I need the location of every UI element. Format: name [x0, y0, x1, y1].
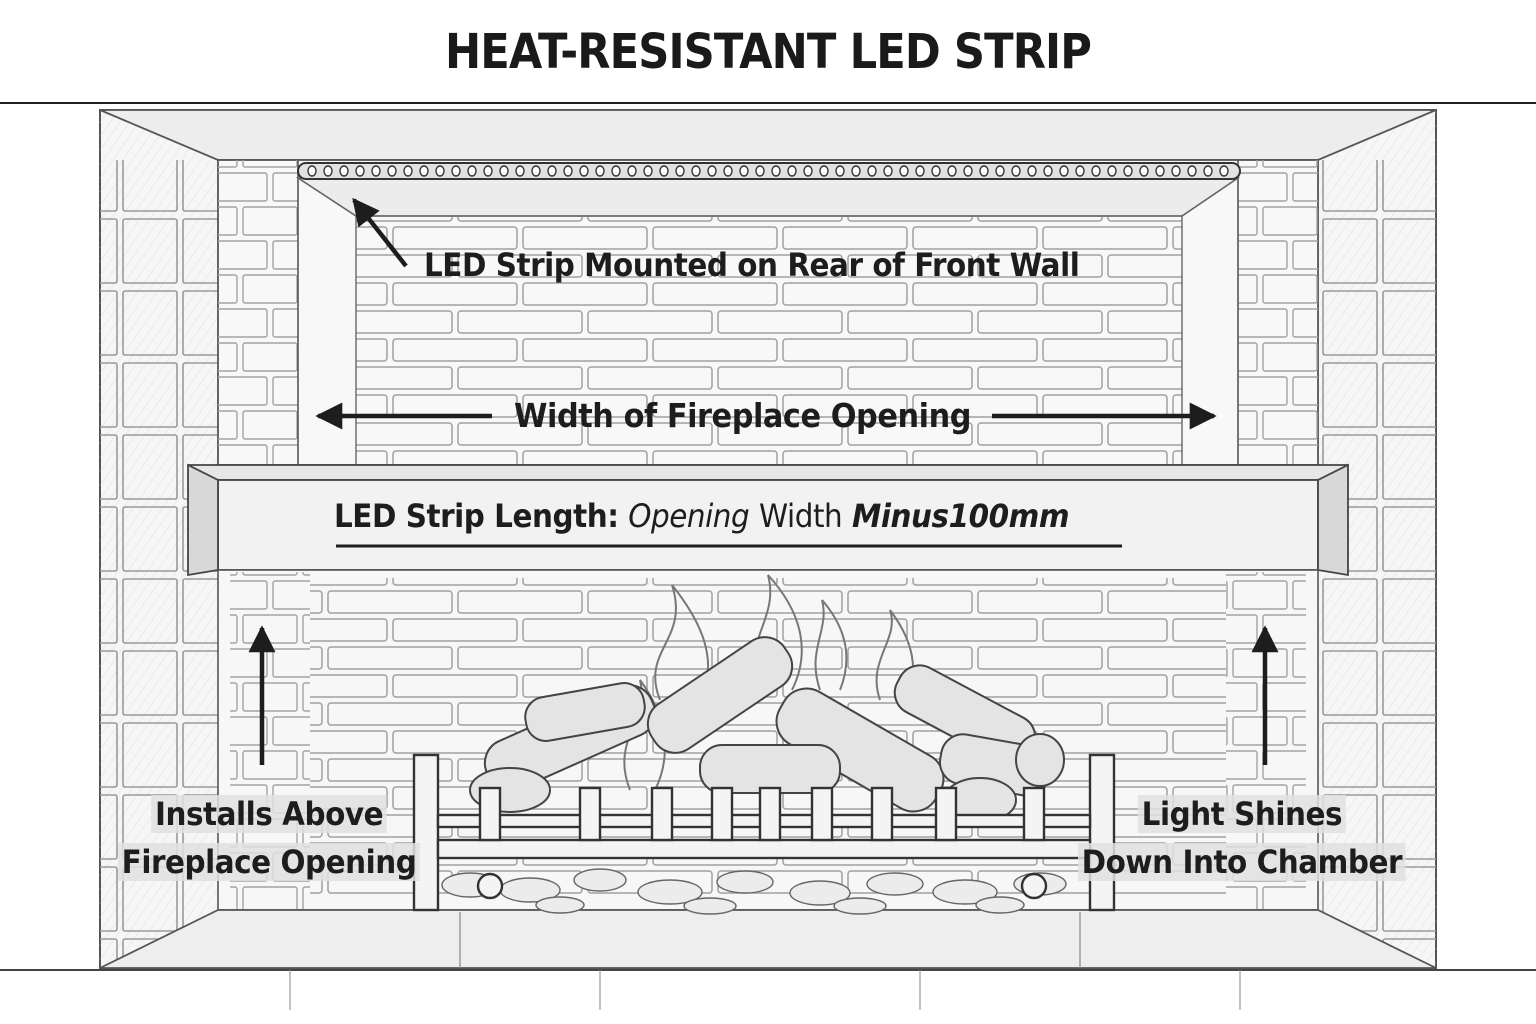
led-bead: [531, 165, 541, 177]
led-bead: [435, 165, 445, 177]
rear-wall: [355, 215, 1183, 466]
led-bead: [563, 165, 573, 177]
label-light-shines: Light Shines Down Into Chamber: [1078, 790, 1406, 886]
grate-icon: [412, 753, 1116, 912]
led-bead: [483, 165, 493, 177]
grate-bar: [578, 786, 602, 842]
light-shines-line1: Light Shines: [1137, 795, 1346, 833]
led-bead: [419, 165, 429, 177]
page-title: HEAT-RESISTANT LED STRIP: [444, 24, 1092, 80]
led-bead: [867, 165, 877, 177]
led-bead: [963, 165, 973, 177]
led-bead: [1091, 165, 1101, 177]
label-width-opening: Width of Fireplace Opening: [514, 396, 971, 435]
arrow-icon: [248, 197, 1279, 765]
led-bead: [355, 165, 365, 177]
label-led-mounted: LED Strip Mounted on Rear of Front Wall: [424, 246, 1080, 284]
led-bead: [1203, 165, 1213, 177]
led-bead: [579, 165, 589, 177]
led-bead: [387, 165, 397, 177]
grate-bar: [710, 786, 734, 842]
grate-bar: [1022, 786, 1046, 842]
led-bead: [1043, 165, 1053, 177]
coal-bed: [441, 868, 1067, 915]
led-bead: [883, 165, 893, 177]
label-installs-above: Installs Above Fireplace Opening: [118, 790, 421, 886]
led-bead: [1123, 165, 1133, 177]
led-bead: [547, 165, 557, 177]
led-bead: [995, 165, 1005, 177]
grate-bar: [758, 786, 782, 842]
led-bead: [1187, 165, 1197, 177]
led-bead: [1011, 165, 1021, 177]
led-bead: [979, 165, 989, 177]
led-bead: [755, 165, 765, 177]
label-strip-length: LED Strip Length: Opening Width Minus100…: [334, 497, 1070, 535]
mantel-beam: [187, 463, 1349, 577]
led-bead: [643, 165, 653, 177]
led-bead: [803, 165, 813, 177]
led-bead: [851, 165, 861, 177]
led-bead: [915, 165, 925, 177]
top-soffit: [99, 109, 1437, 161]
grate-bar: [934, 786, 958, 842]
hearth: [99, 909, 1437, 969]
grate-bar: [870, 786, 894, 842]
led-bead: [307, 165, 317, 177]
led-bead: [1155, 165, 1165, 177]
led-bead: [899, 165, 909, 177]
led-bead: [499, 165, 509, 177]
led-bead: [451, 165, 461, 177]
strip-length-amount: 100mm: [948, 497, 1070, 535]
led-bead: [1107, 165, 1117, 177]
led-bead: [835, 165, 845, 177]
led-bead: [723, 165, 733, 177]
led-bead: [371, 165, 381, 177]
led-bead: [707, 165, 717, 177]
led-bead: [403, 165, 413, 177]
led-bead: [627, 165, 637, 177]
led-bead: [947, 165, 957, 177]
led-bead: [739, 165, 749, 177]
led-bead: [771, 165, 781, 177]
led-bead: [819, 165, 829, 177]
led-bead: [675, 165, 685, 177]
led-bead: [1075, 165, 1085, 177]
grate-bar: [478, 786, 502, 842]
strip-length-width: Width: [759, 497, 843, 535]
strip-length-opening: Opening: [628, 497, 750, 535]
led-bead: [1027, 165, 1037, 177]
led-strip-icon: [297, 162, 1241, 180]
led-bead: [323, 165, 333, 177]
strip-length-prefix: LED Strip Length:: [334, 497, 619, 535]
log-icon: [469, 636, 1065, 823]
led-bead: [1171, 165, 1181, 177]
led-bead: [467, 165, 477, 177]
led-bead: [691, 165, 701, 177]
led-bead: [611, 165, 621, 177]
grate-bar: [650, 786, 674, 842]
led-bead: [1059, 165, 1069, 177]
led-bead: [515, 165, 525, 177]
installs-above-line1: Installs Above: [151, 795, 387, 833]
led-bead: [1139, 165, 1149, 177]
light-shines-line2: Down Into Chamber: [1078, 843, 1406, 881]
led-bead: [339, 165, 349, 177]
led-bead: [595, 165, 605, 177]
strip-length-minus: Minus: [852, 497, 949, 535]
grate-bar: [810, 786, 834, 842]
led-bead: [1219, 165, 1229, 177]
led-bead: [787, 165, 797, 177]
installs-above-line2: Fireplace Opening: [118, 843, 421, 881]
led-bead: [931, 165, 941, 177]
led-bead: [659, 165, 669, 177]
